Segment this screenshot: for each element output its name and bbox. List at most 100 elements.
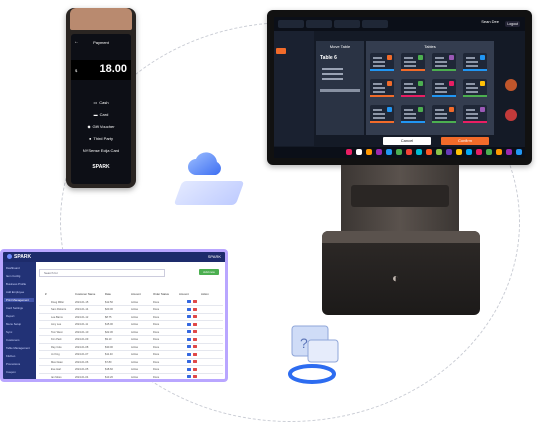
table-card[interactable]	[463, 53, 487, 71]
menu-item-image[interactable]	[505, 79, 517, 91]
pos-tab[interactable]	[306, 20, 332, 28]
category-icon[interactable]	[406, 149, 412, 155]
sidebar-item[interactable]: Menu Setup	[6, 322, 22, 326]
edit-icon[interactable]	[187, 330, 191, 333]
menu-item-image[interactable]	[505, 109, 517, 121]
edit-icon[interactable]	[187, 352, 191, 356]
column-header[interactable]: Amount	[179, 292, 189, 296]
order-tab-active[interactable]	[276, 48, 286, 54]
sidebar-item[interactable]: Promotions	[6, 362, 21, 366]
sidebar-item[interactable]: Customers	[6, 338, 20, 342]
category-icon[interactable]	[446, 149, 452, 155]
column-header[interactable]: Action	[201, 292, 209, 296]
edit-icon[interactable]	[187, 315, 191, 318]
pos-tab[interactable]	[278, 20, 304, 28]
category-icon[interactable]	[376, 149, 382, 155]
sidebar-item[interactable]: Coupon	[6, 370, 16, 374]
table-card[interactable]	[463, 79, 487, 97]
delete-icon[interactable]	[193, 375, 197, 378]
sidebar-item[interactable]: Table Management	[6, 346, 30, 350]
category-icon[interactable]	[486, 149, 492, 155]
table-card[interactable]	[370, 79, 394, 97]
delete-icon[interactable]	[193, 300, 197, 303]
edit-icon[interactable]	[187, 322, 191, 326]
table-card[interactable]	[401, 105, 425, 123]
delete-icon[interactable]	[193, 337, 197, 341]
column-header[interactable]: #	[45, 292, 47, 296]
table-card[interactable]	[463, 105, 487, 123]
category-icon[interactable]	[436, 149, 442, 155]
category-icon[interactable]	[496, 149, 502, 155]
delete-icon[interactable]	[193, 322, 197, 326]
category-icon[interactable]	[346, 149, 352, 155]
table-card[interactable]	[401, 53, 425, 71]
category-icon[interactable]	[466, 149, 472, 155]
category-icon[interactable]	[476, 149, 482, 155]
sidebar-item[interactable]: Add Employee	[6, 290, 25, 294]
pay-third-party-button[interactable]: ●Third Party	[89, 136, 113, 141]
delete-icon[interactable]	[193, 315, 197, 318]
edit-icon[interactable]	[187, 375, 191, 378]
pos-tab[interactable]	[334, 20, 360, 28]
category-icon[interactable]	[456, 149, 462, 155]
column-header[interactable]: Date	[105, 292, 111, 296]
table-card[interactable]	[401, 79, 425, 97]
category-icon[interactable]	[416, 149, 422, 155]
sidebar-item[interactable]: Kitchen	[6, 354, 16, 358]
pos-tab[interactable]	[362, 20, 388, 28]
table-card[interactable]	[370, 105, 394, 123]
confirm-button[interactable]: Confirm	[441, 137, 489, 145]
edit-icon[interactable]	[187, 307, 191, 311]
logout-button[interactable]: Logout	[505, 21, 520, 27]
table-card[interactable]	[432, 79, 456, 97]
sidebar-item[interactable]: Card Settings	[6, 306, 23, 310]
delete-icon[interactable]	[193, 345, 197, 348]
table-card[interactable]	[432, 105, 456, 123]
delete-icon[interactable]	[193, 330, 197, 333]
pay-cash-button[interactable]: ▭Cash	[93, 100, 109, 105]
sidebar-item[interactable]: Dashboard	[6, 266, 20, 270]
delete-icon[interactable]	[193, 352, 197, 356]
delete-icon[interactable]	[193, 367, 197, 371]
sidebar-item[interactable]: Item Config	[6, 274, 21, 278]
category-icon[interactable]	[506, 149, 512, 155]
pay-card-button[interactable]: ▬Card	[93, 112, 109, 117]
edit-icon[interactable]	[187, 300, 191, 303]
edit-icon[interactable]	[187, 360, 191, 363]
column-header[interactable]: Amount	[131, 292, 141, 296]
add-new-button[interactable]: Add new	[199, 269, 219, 275]
column-header[interactable]: Customer Name	[75, 292, 96, 296]
category-icon[interactable]	[386, 149, 392, 155]
cancel-button[interactable]: Cancel	[383, 137, 431, 145]
category-icon[interactable]	[396, 149, 402, 155]
category-icon[interactable]	[356, 149, 362, 155]
edit-icon[interactable]	[187, 337, 191, 341]
delete-icon[interactable]	[193, 360, 197, 363]
edit-icon[interactable]	[187, 367, 191, 371]
back-arrow-icon[interactable]: ←	[74, 39, 79, 45]
sidebar-item[interactable]: Business Profile	[6, 282, 27, 286]
sidebar-item[interactable]: Report	[6, 314, 15, 318]
pay-gift-voucher-button[interactable]: ◆Gift Voucher	[87, 124, 115, 129]
search-input[interactable]: Search for	[39, 269, 165, 277]
table-card[interactable]	[432, 53, 456, 71]
edit-icon[interactable]	[187, 345, 191, 348]
category-icon[interactable]	[426, 149, 432, 155]
sidebar-item[interactable]: Sync	[6, 330, 13, 334]
sidebar-item[interactable]: Print Management	[4, 298, 34, 302]
category-icon[interactable]	[366, 149, 372, 155]
delete-icon[interactable]	[193, 307, 197, 311]
column-header[interactable]: Order Status	[153, 292, 169, 296]
category-icon[interactable]	[516, 149, 522, 155]
